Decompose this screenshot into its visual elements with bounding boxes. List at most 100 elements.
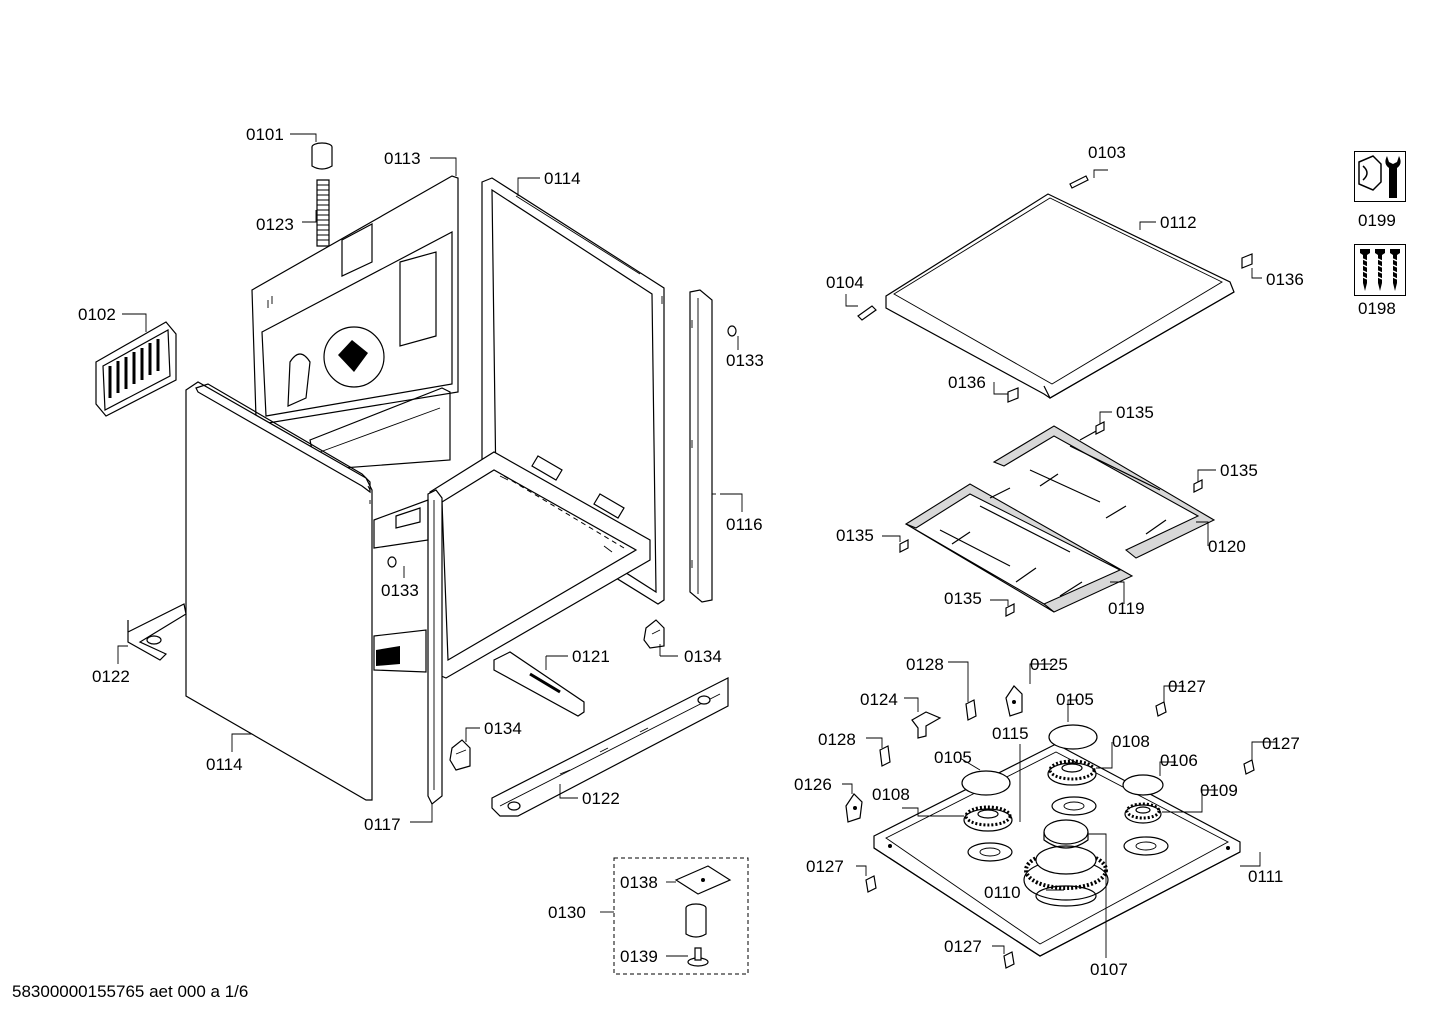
part-0122-foot-bracket-left — [127, 603, 187, 661]
part-0114-side-panel-left — [185, 381, 373, 801]
part-0126-holder — [845, 793, 863, 823]
part-0117-front-strip — [373, 489, 443, 805]
part-0135-foot-a — [1095, 421, 1105, 435]
part-0135-foot-d — [1005, 603, 1015, 617]
label-0119: 0119 — [1108, 599, 1145, 618]
label-0136-left: 0136 — [948, 373, 986, 392]
wrench-nut-icon-graphic — [1358, 155, 1401, 198]
label-0135-top: 0135 — [1116, 403, 1154, 422]
label-0133-right: 0133 — [726, 351, 764, 370]
part-0109-burner-small — [1124, 802, 1162, 824]
part-0133-clip-right — [727, 325, 737, 337]
part-0105-cap-left — [961, 770, 1011, 796]
label-0125: 0125 — [1030, 655, 1068, 674]
label-0105-left: 0105 — [934, 748, 972, 767]
part-0128-clip-b — [879, 745, 891, 767]
label-0103: 0103 — [1088, 143, 1126, 162]
label-0128-top: 0128 — [906, 655, 944, 674]
part-0135-foot-b — [1193, 479, 1203, 493]
label-0199: 0199 — [1358, 211, 1396, 230]
part-0139-screw — [687, 947, 709, 967]
part-0134-clip-right — [643, 619, 665, 649]
part-0116-side-rail — [689, 289, 713, 603]
label-0134-right: 0134 — [684, 647, 722, 666]
part-0105-cap-right — [1048, 724, 1098, 750]
label-0127-right: 0127 — [1262, 734, 1300, 753]
part-0125-holder — [1005, 685, 1023, 717]
label-0121: 0121 — [572, 647, 610, 666]
label-0133-left: 0133 — [381, 581, 419, 600]
part-0124-connector — [911, 711, 942, 739]
part-0136-stopper-left — [1007, 387, 1019, 403]
screws-icon-graphic — [1360, 249, 1400, 291]
part-0121-rail — [493, 651, 585, 717]
label-0116: 0116 — [726, 515, 763, 534]
part-0103-hinge-pin — [1069, 175, 1089, 189]
label-0114-top: 0114 — [544, 169, 581, 188]
label-0127-left: 0127 — [806, 857, 844, 876]
part-0113-back-panel — [251, 175, 459, 425]
part-0128-clip-a — [965, 699, 977, 721]
label-0124: 0124 — [860, 690, 898, 709]
label-0112: 0112 — [1160, 213, 1197, 232]
label-0126: 0126 — [794, 775, 832, 794]
label-0127-top: 0127 — [1168, 677, 1206, 696]
part-0122-foot-rail-right — [491, 677, 729, 817]
label-0122-left: 0122 — [92, 667, 130, 686]
part-0107-wok-cap — [1043, 819, 1089, 849]
label-0101: 0101 — [246, 125, 284, 144]
part-0134-clip-bottom — [449, 739, 471, 771]
screws-icon — [1354, 244, 1406, 296]
part-0135-foot-c — [899, 539, 909, 553]
part-0102-vent-grille — [95, 321, 177, 417]
label-0115: 0115 — [992, 724, 1029, 743]
label-0117: 0117 — [364, 815, 401, 834]
label-0134-bottom: 0134 — [484, 719, 522, 738]
part-0112-glass-lid — [885, 193, 1235, 399]
label-0107: 0107 — [1090, 960, 1128, 979]
part-0127-b — [1243, 759, 1255, 775]
label-0127-bottom: 0127 — [944, 937, 982, 956]
label-0109: 0109 — [1200, 781, 1238, 800]
part-0108-burner-left — [963, 805, 1013, 832]
part-0123-hose — [316, 179, 330, 247]
leader-lines — [117, 133, 1276, 958]
label-0135-left: 0135 — [836, 526, 874, 545]
label-0139: 0139 — [620, 947, 658, 966]
part-0138-plate — [674, 865, 732, 895]
part-0133-clip-left — [387, 556, 397, 568]
label-0198: 0198 — [1358, 299, 1396, 318]
part-0119-pan-support-left — [904, 483, 1134, 613]
label-0108-left: 0108 — [872, 785, 910, 804]
label-0102: 0102 — [78, 305, 116, 324]
label-0123: 0123 — [256, 215, 294, 234]
wrench-nut-icon — [1354, 151, 1406, 202]
label-0108-right: 0108 — [1112, 732, 1150, 751]
label-0110: 0110 — [984, 883, 1021, 902]
part-0106-cap — [1122, 774, 1164, 796]
label-0120: 0120 — [1208, 537, 1246, 556]
label-0130: 0130 — [548, 903, 586, 922]
label-0114-bottom: 0114 — [206, 755, 243, 774]
part-0127-d — [1003, 951, 1015, 969]
label-0104: 0104 — [826, 273, 864, 292]
label-0135-bottom: 0135 — [944, 589, 982, 608]
part-0127-a — [1155, 701, 1167, 717]
part-0104-hinge-pin — [857, 305, 877, 321]
label-0113: 0113 — [384, 149, 421, 168]
label-0135-right: 0135 — [1220, 461, 1258, 480]
part-0108-burner-right — [1047, 759, 1097, 786]
part-0120-pan-support-right — [992, 425, 1216, 559]
label-0128-left: 0128 — [818, 730, 856, 749]
label-0136-right: 0136 — [1266, 270, 1304, 289]
part-0127-c — [865, 875, 877, 893]
label-0111: 0111 — [1248, 867, 1284, 886]
label-0138: 0138 — [620, 873, 658, 892]
document-footer: 58300000155765 aet 000 a 1/6 — [12, 982, 249, 1001]
part-0101-cap — [311, 142, 333, 170]
label-0105-right: 0105 — [1056, 690, 1094, 709]
label-0106: 0106 — [1160, 751, 1198, 770]
part-0130-kit-box — [613, 857, 749, 975]
part-0130-foot — [685, 903, 707, 938]
